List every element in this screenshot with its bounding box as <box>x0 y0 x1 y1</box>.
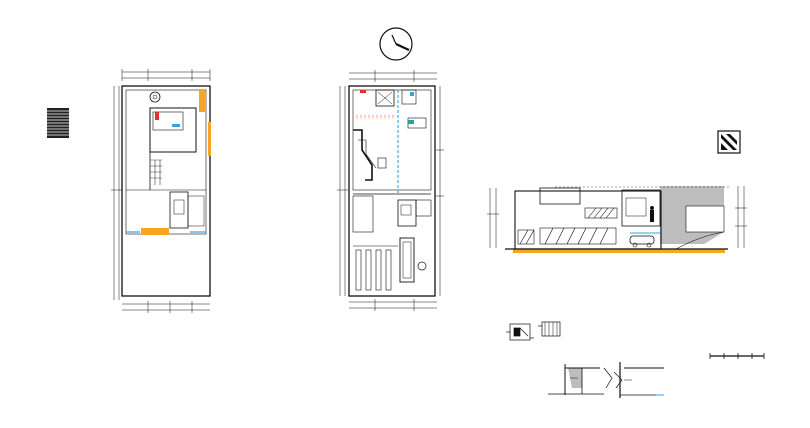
dimension-lines-left <box>111 86 122 300</box>
floor-plan-upper <box>337 70 444 311</box>
dimension-lines-left <box>487 188 499 248</box>
dimension-lines-right <box>735 186 747 248</box>
hatched-legend-icon <box>47 108 69 138</box>
dimension-lines-left <box>337 86 348 296</box>
floor-plan-ground <box>111 69 211 313</box>
section-detail-1 <box>548 364 613 395</box>
dimension-lines-right <box>436 86 444 296</box>
scale-bar-icon <box>709 353 765 359</box>
dimension-lines-bottom <box>349 299 437 311</box>
dimension-lines-top <box>349 70 437 82</box>
detail-b <box>538 321 561 337</box>
dimension-lines-top <box>121 69 211 81</box>
section-detail-2 <box>613 362 664 398</box>
north-arrow-icon <box>379 27 413 61</box>
detail-a <box>506 323 534 341</box>
dimension-lines-bottom <box>122 301 210 313</box>
logo-mark-icon <box>717 130 741 154</box>
front-elevation <box>487 186 747 253</box>
